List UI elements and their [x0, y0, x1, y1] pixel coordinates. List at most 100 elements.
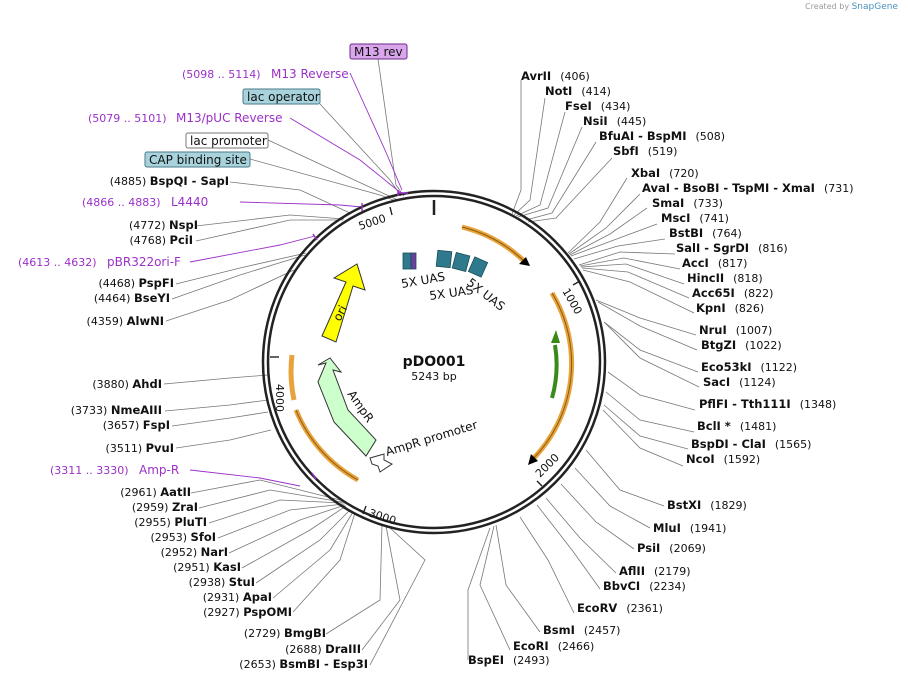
site-name: AvaI - BsoBI - TspMI - XmaI [642, 181, 815, 195]
restriction-site: BspEI(2493) [468, 653, 550, 667]
restriction-site: BbvCI(2234) [603, 579, 686, 593]
site-name: BmgBI [284, 626, 326, 640]
site-position: (1565) [775, 438, 812, 451]
restriction-site: BfuAI - BspMI (508) [599, 129, 725, 143]
site-position: (1007) [736, 324, 773, 337]
site-name: SbfI [613, 144, 639, 158]
site-position: (2938) [189, 576, 229, 589]
restriction-site: EcoRV(2361) [577, 601, 663, 615]
site-name: MluI [653, 521, 681, 535]
site-name: SalI - SgrDI [676, 241, 749, 255]
restriction-site: (3733) NmeAIII [71, 403, 162, 417]
site-position: (2927) [203, 606, 243, 619]
restriction-site: PsiI(2069) [637, 541, 706, 555]
restriction-site: XbaI (720) [631, 166, 699, 180]
scale-ticks [270, 206, 581, 515]
primer-marks [311, 190, 408, 480]
restriction-site: SacI(1124) [703, 375, 776, 389]
site-name: BtgZI [701, 338, 736, 352]
site-position: (2729) [244, 627, 284, 640]
tick-4000: 4000 [273, 384, 286, 412]
leader-lines [163, 58, 700, 666]
restriction-site: (2955) PluTI [134, 515, 207, 529]
primer-lines [189, 72, 403, 487]
restriction-site: NruI (1007) [699, 323, 772, 337]
green-arrowhead [551, 330, 560, 343]
primer-name: L4440 [171, 195, 208, 209]
primer-name: pBR322ori-F [107, 255, 181, 269]
box-m13-rev: M13 rev [354, 45, 403, 59]
site-name: BspDI - ClaI [691, 437, 766, 451]
site-name: Eco53kI [701, 360, 752, 374]
restriction-site: AccI(817) [682, 256, 747, 270]
credit-prefix: Created by [805, 2, 850, 11]
site-name: PspOMI [243, 605, 292, 619]
site-name: PspFI [139, 276, 174, 290]
site-position: (2952) [161, 546, 201, 559]
site-position: (3657) [103, 419, 143, 432]
restriction-site: Acc65I(822) [692, 286, 773, 300]
site-name: AlwNI [127, 314, 164, 328]
site-name: SmaI [652, 196, 684, 210]
site-position: (414) [581, 85, 611, 98]
restriction-site: (4468) PspFI [98, 276, 174, 290]
site-name: BbvCI [603, 579, 640, 593]
restriction-site: BstXI(1829) [667, 498, 747, 512]
site-position: (508) [695, 130, 725, 143]
green-feature [550, 344, 559, 399]
site-position: (1122) [761, 361, 798, 374]
label-ampr-promoter: AmpR promoter [384, 418, 479, 459]
restriction-site: Eco53kI (1122) [701, 360, 797, 374]
site-name: EcoRV [577, 601, 617, 615]
label-ori: ori [330, 303, 350, 323]
site-position: (2955) [134, 516, 174, 529]
site-name: BspQI - SapI [150, 174, 229, 188]
site-position: (4359) [87, 315, 127, 328]
restriction-site: FseI(434) [565, 99, 630, 113]
restriction-site: MscI(741) [661, 211, 729, 225]
site-name: StuI [229, 575, 255, 589]
site-position: (741) [699, 212, 729, 225]
site-position: (3880) [92, 378, 132, 391]
site-name: BsmBI - Esp3I [279, 657, 368, 671]
site-position: (1348) [800, 398, 837, 411]
tick-5000: 5000 [357, 212, 388, 233]
site-name: DraIII [325, 642, 361, 656]
right-sites: AvrII(406)NotI(414)FseI(434)NsiI(445)Bfu… [468, 69, 854, 667]
site-position: (816) [758, 242, 788, 255]
site-name: KpnI [696, 301, 726, 315]
site-position: (2179) [654, 565, 691, 578]
restriction-site: AvaI - BsoBI - TspMI - XmaI(731) [642, 181, 854, 195]
restriction-site: (4464) BseYI [94, 291, 170, 305]
restriction-site: (2938) StuI [189, 575, 255, 589]
primer-range: (4866 .. 4883) [82, 196, 161, 209]
site-position: (822) [744, 287, 774, 300]
restriction-site: (2961) AatII [120, 485, 191, 499]
restriction-site: NsiI(445) [583, 114, 646, 128]
site-name: FspI [143, 418, 170, 432]
site-name: ZraI [172, 500, 198, 514]
site-name: PsiI [637, 541, 660, 555]
primer-range: (5079 .. 5101) [88, 112, 167, 125]
site-name: AvrII [521, 69, 551, 83]
site-name: NsiI [583, 114, 608, 128]
site-name: ApaI [243, 590, 272, 604]
site-name: NarI [201, 545, 228, 559]
site-name: NruI [699, 323, 727, 337]
site-name: XbaI [631, 166, 660, 180]
site-position: (720) [669, 167, 699, 180]
restriction-site: (3511) PvuI [106, 441, 174, 455]
restriction-site: BclI *(1481) [697, 419, 776, 433]
site-name: HincII [687, 271, 724, 285]
site-name: BfuAI - BspMI [599, 129, 686, 143]
restriction-site: KpnI(826) [696, 301, 764, 315]
restriction-site: (3657) FspI [103, 418, 170, 432]
restriction-site: NcoI(1592) [686, 452, 760, 466]
site-position: (3511) [106, 442, 146, 455]
site-name: EcoRI [513, 639, 549, 653]
site-position: (519) [648, 145, 678, 158]
site-position: (1829) [710, 499, 747, 512]
site-position: (817) [718, 257, 748, 270]
restriction-site: (3880) AhdI [92, 377, 162, 391]
site-name: SfoI [191, 530, 216, 544]
